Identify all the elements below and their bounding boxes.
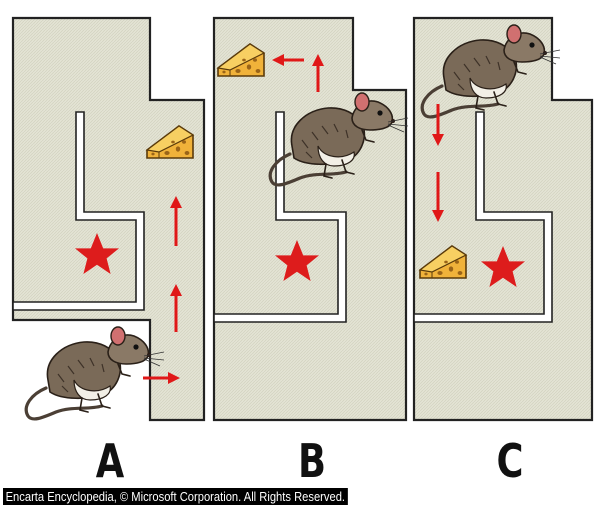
panel-label-b: B: [288, 434, 336, 488]
panel-label-c: C: [486, 434, 534, 488]
copyright-caption: Encarta Encyclopedia, © Microsoft Corpor…: [3, 488, 348, 505]
panel-a: [13, 18, 204, 420]
panel-c: [414, 18, 592, 420]
panel-b: [214, 18, 408, 420]
panel-label-a: A: [86, 434, 134, 488]
mouse-icon: [26, 327, 164, 419]
